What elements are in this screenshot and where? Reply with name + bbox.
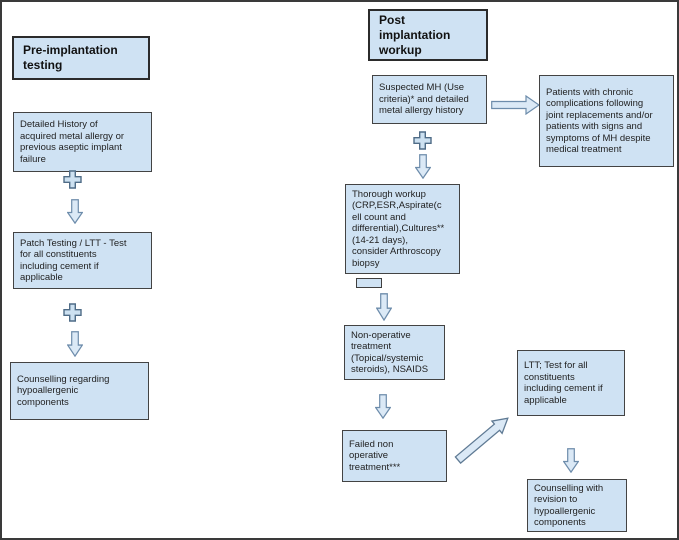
plus-connector-icon (413, 131, 432, 150)
node-pre-implantation-title: Pre-implantation testing (12, 36, 150, 80)
plus-connector-icon (63, 170, 82, 189)
down-arrow-icon (375, 394, 391, 419)
node-detailed-history: Detailed History of acquired metal aller… (13, 112, 152, 172)
node-failed-non-operative: Failed non operative treatment*** (342, 430, 447, 482)
down-arrow-icon (415, 154, 431, 179)
horizontal-bar-connector (356, 278, 382, 288)
node-ltt-test: LTT; Test for all constituents including… (517, 350, 625, 416)
right-arrow-icon (491, 95, 540, 115)
plus-connector-icon (63, 303, 82, 322)
down-arrow-icon (563, 448, 579, 473)
down-arrow-icon (376, 293, 392, 321)
node-counselling-hypoallergenic: Counselling regarding hypoallergenic com… (10, 362, 149, 420)
node-thorough-workup: Thorough workup (CRP,ESR,Aspirate(c ell … (345, 184, 460, 274)
up-right-arrow-icon (454, 417, 509, 464)
node-chronic-complications-patients: Patients with chronic complications foll… (539, 75, 674, 167)
down-arrow-icon (67, 199, 83, 224)
node-post-implantation-title: Post implantation workup (368, 9, 488, 61)
node-patch-testing: Patch Testing / LTT - Test for all const… (13, 232, 152, 289)
down-arrow-icon (67, 331, 83, 357)
node-non-operative-treatment: Non-operative treatment (Topical/systemi… (344, 325, 445, 380)
node-suspected-mh: Suspected MH (Use criteria)* and detaile… (372, 75, 487, 124)
node-counselling-revision: Counselling with revision to hypoallerge… (527, 479, 627, 532)
